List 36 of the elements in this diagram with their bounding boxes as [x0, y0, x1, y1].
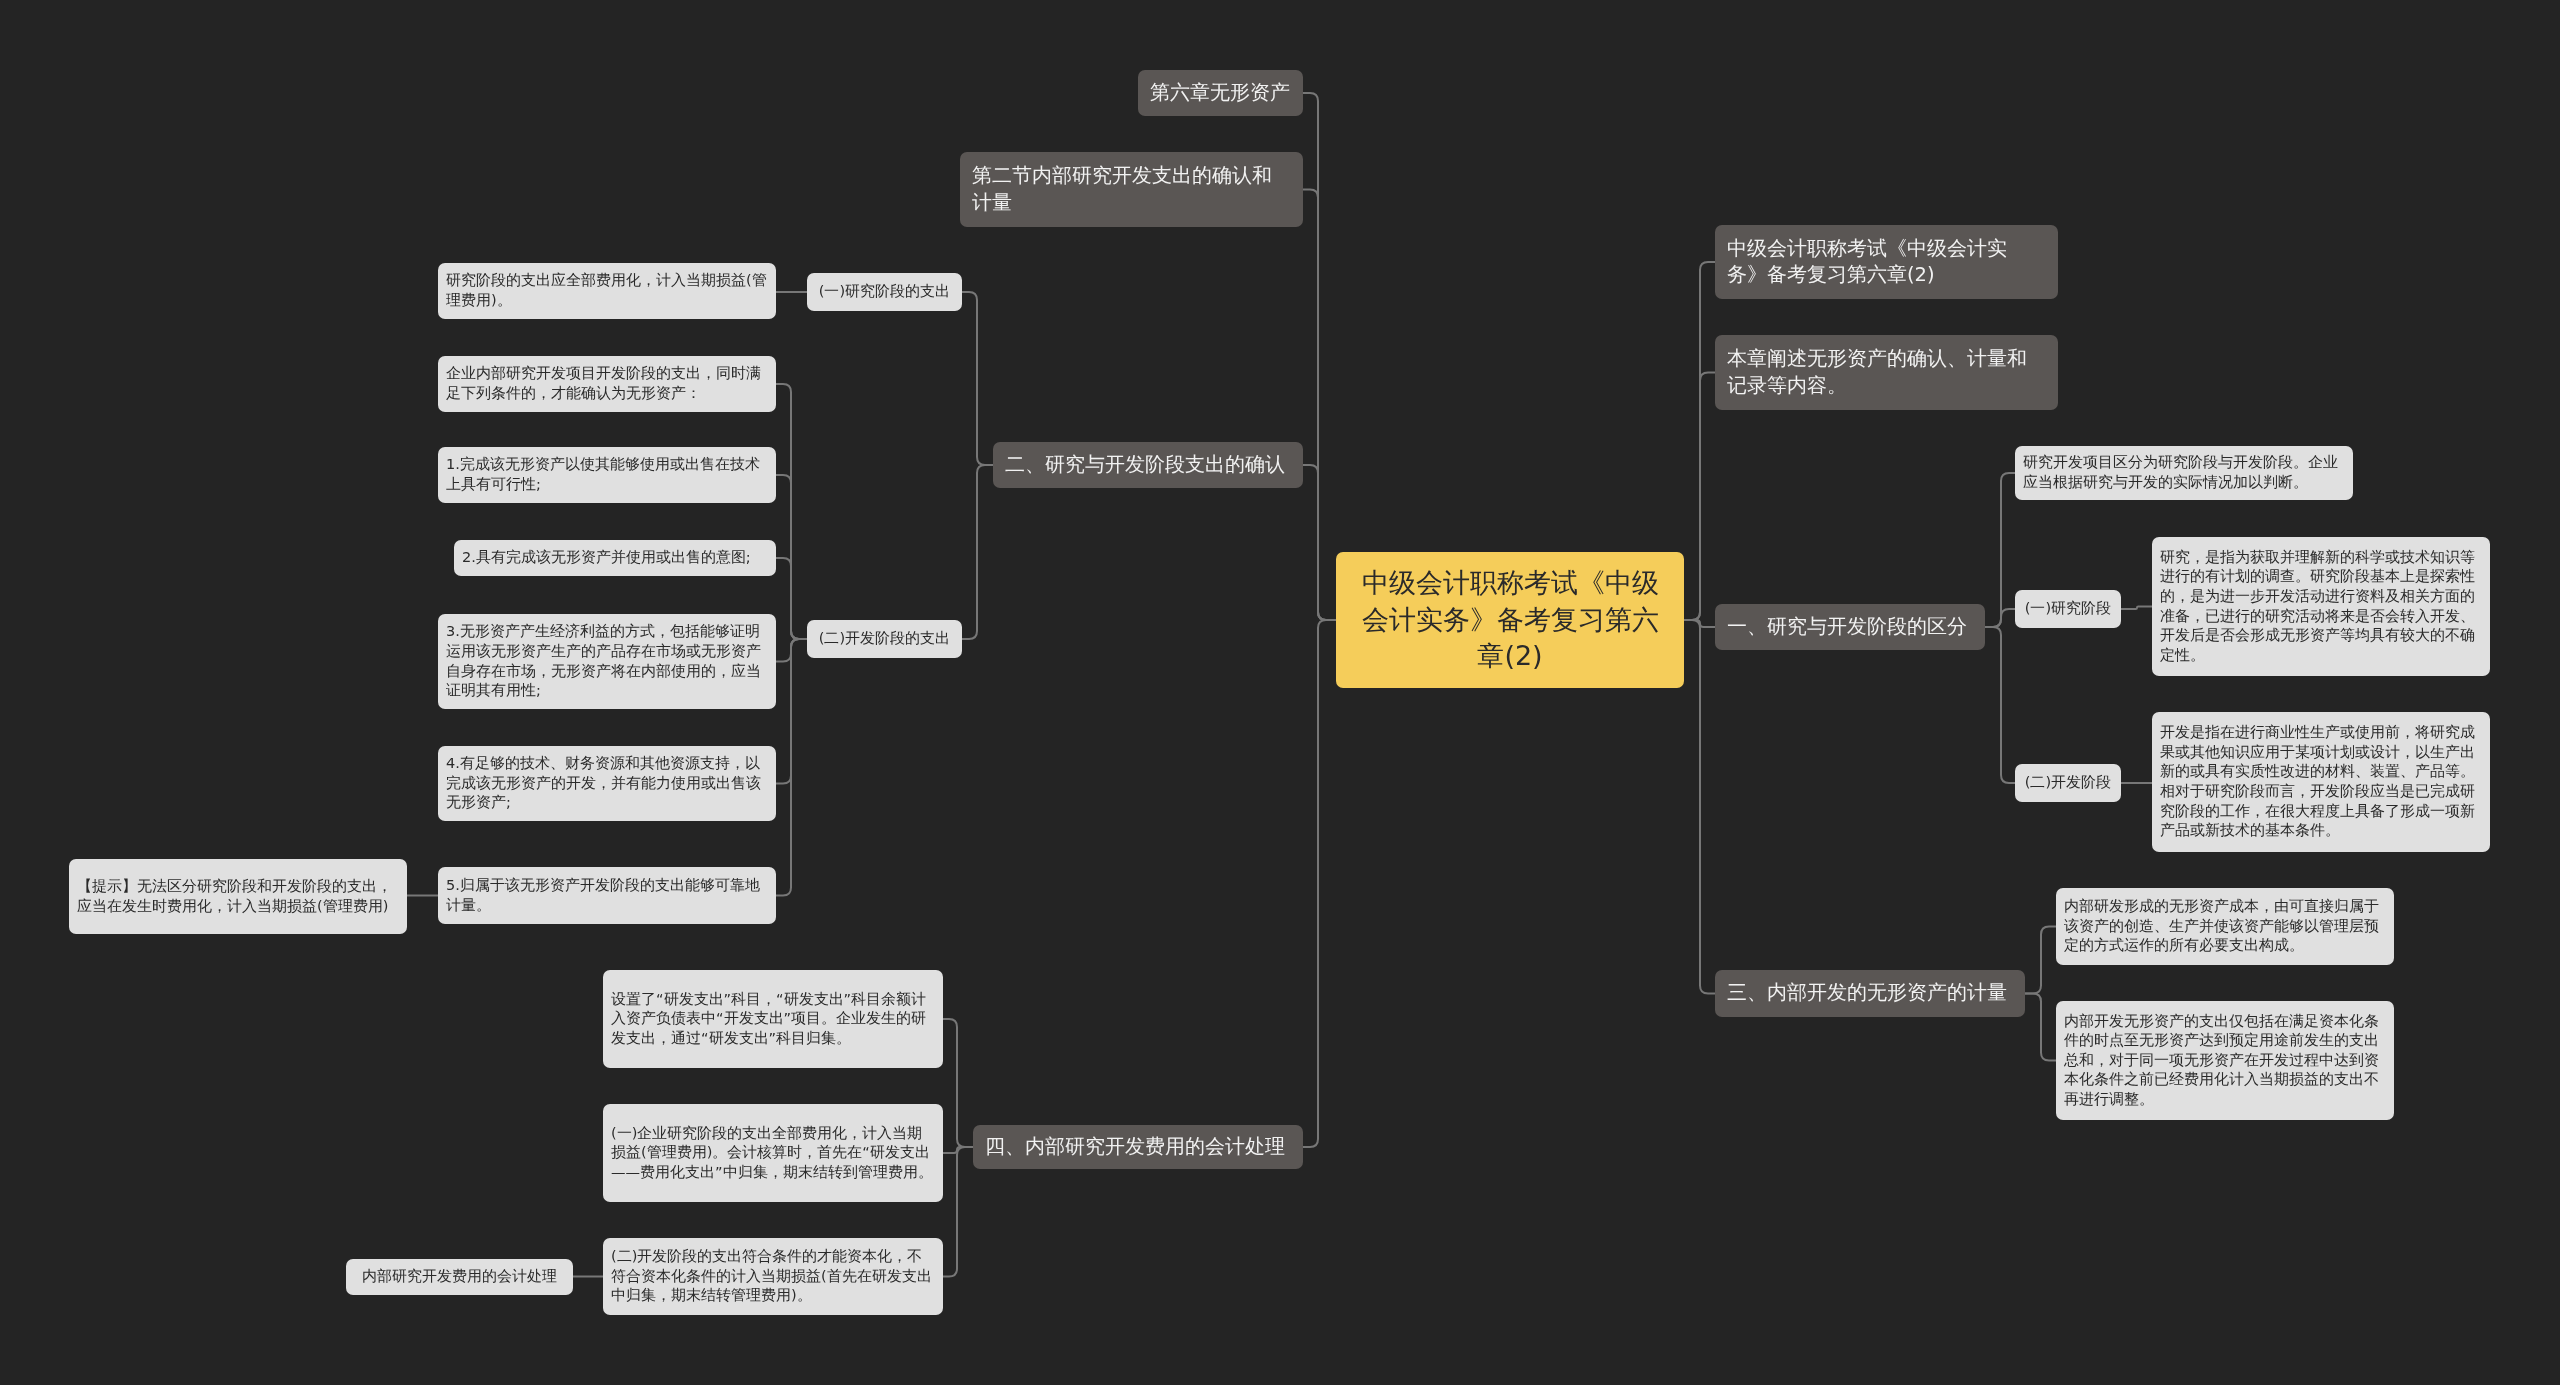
- connector-line: [2120, 782, 2153, 784]
- note-box: 【提示】无法区分研究阶段和开发阶段的支出，应当在发生时费用化，计入当期损益(管理费用): [69, 859, 407, 934]
- connector-line: [1984, 626, 2016, 784]
- topic-box: 二、研究与开发阶段支出的确认: [993, 442, 1303, 488]
- topic-box: 第二节内部研究开发支出的确认和计量: [960, 152, 1303, 227]
- note-box: (一)企业研究阶段的支出全部费用化，计入当期损益(管理费用)。会计核算时，首先在“研发支出——费用化支出”中归集，期末结转到管理费用。: [603, 1104, 943, 1202]
- subtopic-box: (二)开发阶段: [2015, 764, 2121, 802]
- note-box: 设置了“研发支出”科目，“研发支出”科目余额计入资产负债表中“开发支出”项目。企业发生的研发支出，通过“研发支出”科目归集。: [603, 970, 943, 1068]
- connector-line: [775, 291, 808, 293]
- note-box: 4.有足够的技术、财务资源和其他资源支持，以完成该无形资产的开发，并有能力使用或出售该无形资产;: [438, 746, 776, 821]
- note-box: 1.完成该无形资产以使其能够使用或出售在技术上具有可行性;: [438, 447, 776, 503]
- note-box: 5.归属于该无形资产开发阶段的支出能够可靠地计量。: [438, 867, 776, 924]
- topic-box: 四、内部研究开发费用的会计处理: [973, 1125, 1303, 1169]
- topic-box: 本章阐述无形资产的确认、计量和记录等内容。: [1715, 335, 2058, 410]
- note-box: 企业内部研究开发项目开发阶段的支出，同时满足下列条件的，才能确认为无形资产：: [438, 356, 776, 412]
- topic-box: 中级会计职称考试《中级会计实务》备考复习第六章(2): [1715, 225, 2058, 299]
- connector-line: [2120, 605, 2153, 610]
- note-box: 研究阶段的支出应全部费用化，计入当期损益(管理费用)。: [438, 263, 776, 319]
- subtopic-box: (一)研究阶段: [2015, 590, 2121, 628]
- note-box: 3.无形资产产生经济利益的方式，包括能够证明运用该无形资产生产的产品存在市场或无形资产自身存在市场，无形资产将在内部使用的，应当证明其有用性;: [438, 614, 776, 709]
- subtopic-box: (一)研究阶段的支出: [807, 273, 962, 311]
- connector-line: [572, 1275, 604, 1278]
- central-topic-box: 中级会计职称考试《中级会计实务》备考复习第六章(2): [1336, 552, 1684, 688]
- note-box: 2.具有完成该无形资产并使用或出售的意图;: [454, 540, 776, 576]
- note-box: 内部开发无形资产的支出仅包括在满足资本化条件的时点至无形资产达到预定用途前发生的支出总和，对于同一项无形资产在开发过程中达到资本化条件之前已经费用化计入当期损益的支出不再进行调整。: [2056, 1001, 2394, 1120]
- subtopic-box: (二)开发阶段的支出: [807, 620, 962, 658]
- topic-box: 三、内部开发的无形资产的计量: [1715, 970, 2025, 1017]
- note-box: (二)开发阶段的支出符合条件的才能资本化，不符合资本化条件的计入当期损益(首先在研发支出中归集，期末结转管理费用)。: [603, 1238, 943, 1315]
- topic-box: 第六章无形资产: [1138, 70, 1303, 116]
- topic-box: 一、研究与开发阶段的区分: [1715, 604, 1985, 650]
- note-box: 研究开发项目区分为研究阶段与开发阶段。企业应当根据研究与开发的实际情况加以判断。: [2015, 446, 2353, 500]
- note-box: 研究，是指为获取并理解新的科学或技术知识等进行的有计划的调查。研究阶段基本上是探索性的，是为进一步开发活动进行资料及相关方面的准备，已进行的研究活动将来是否会转入开发、开发后是否会形成无形资产等均具有较大的不确定性。: [2152, 537, 2490, 676]
- connector-line: [406, 894, 439, 897]
- note-box: 开发是指在进行商业性生产或使用前，将研究成果或其他知识应用于某项计划或设计，以生产出新的或具有实质性改进的材料、装置、产品等。相对于研究阶段而言，开发阶段应当是已完成研究阶段的工作，在很大程度上具备了形成一项新产品或新技术的基本条件。: [2152, 712, 2490, 852]
- subtopic-box: 内部研究开发费用的会计处理: [346, 1259, 573, 1295]
- note-box: 内部研发形成的无形资产成本，由可直接归属于该资产的创造、生产并使该资产能够以管理层预定的方式运作的所有必要支出构成。: [2056, 888, 2394, 965]
